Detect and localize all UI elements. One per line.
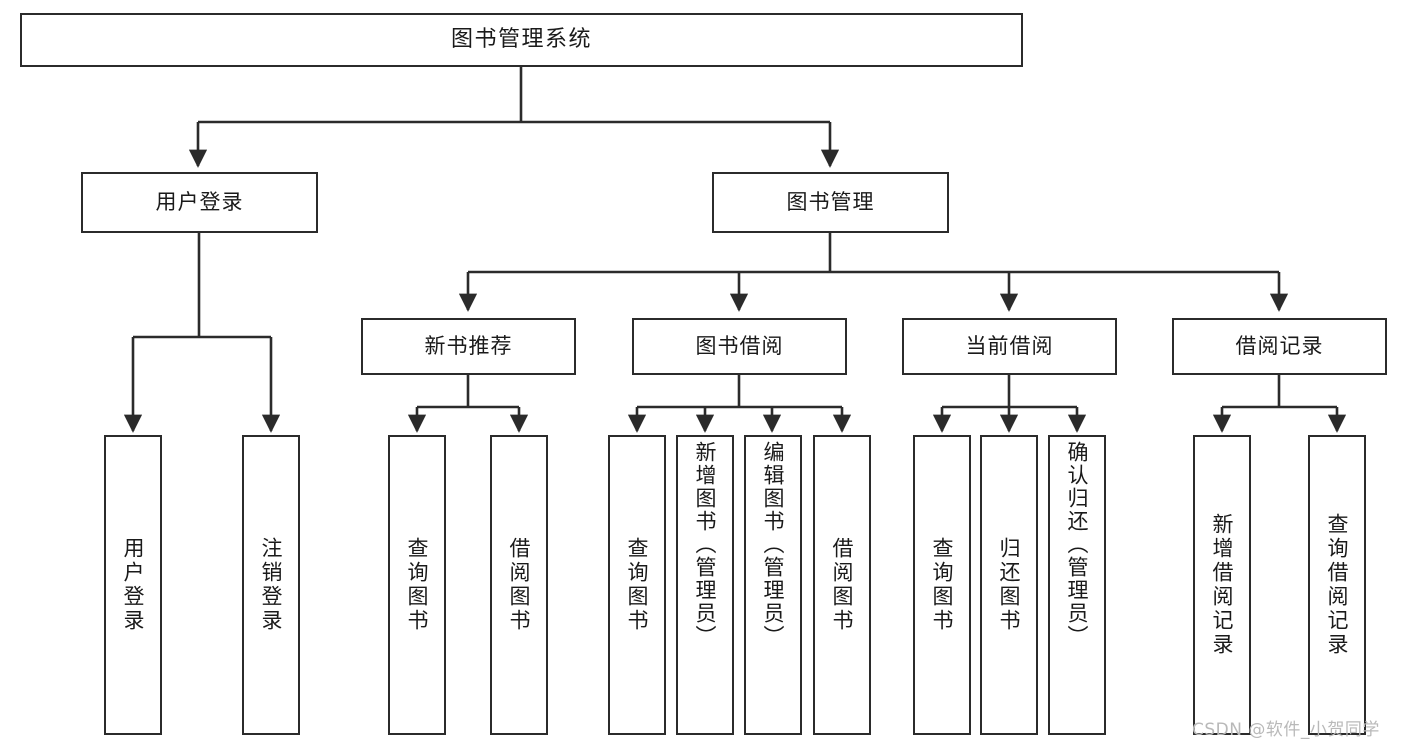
node-label: 归还图书 — [997, 537, 1022, 633]
node-label: 注销登录 — [259, 537, 284, 633]
node-label: 编辑图书（管理员） — [761, 441, 786, 648]
node-label: 查询图书 — [405, 537, 430, 633]
node-new-book-recommend[interactable]: 新书推荐 — [361, 318, 576, 375]
node-label: 确认归还（管理员） — [1065, 441, 1090, 648]
node-label: 新增借阅记录 — [1210, 513, 1235, 657]
leaf-record-add-record[interactable]: 新增借阅记录 — [1193, 435, 1251, 735]
leaf-new-book-query[interactable]: 查询图书 — [388, 435, 446, 735]
leaf-borrow-borrow-book[interactable]: 借阅图书 — [813, 435, 871, 735]
node-label: 当前借阅 — [965, 334, 1054, 359]
node-book-borrow[interactable]: 图书借阅 — [632, 318, 847, 375]
node-label: 图书管理系统 — [450, 27, 592, 53]
node-label: 查询借阅记录 — [1325, 513, 1350, 657]
leaf-current-return-book[interactable]: 归还图书 — [980, 435, 1038, 735]
leaf-borrow-add-book-admin[interactable]: 新增图书（管理员） — [676, 435, 734, 735]
node-borrow-record[interactable]: 借阅记录 — [1172, 318, 1387, 375]
node-label: 新书推荐 — [424, 334, 513, 359]
node-root-system[interactable]: 图书管理系统 — [20, 13, 1023, 67]
node-user-login[interactable]: 用户登录 — [81, 172, 318, 233]
leaf-record-query-record[interactable]: 查询借阅记录 — [1308, 435, 1366, 735]
node-label: 用户登录 — [121, 537, 146, 633]
node-label: 借阅图书 — [830, 537, 855, 633]
node-label: 查询图书 — [625, 537, 650, 633]
watermark-text: CSDN @软件_小贺同学 — [1192, 720, 1380, 740]
node-label: 查询图书 — [930, 537, 955, 633]
node-label: 用户登录 — [155, 190, 244, 215]
leaf-user-login-login[interactable]: 用户登录 — [104, 435, 162, 735]
leaf-current-confirm-return-admin[interactable]: 确认归还（管理员） — [1048, 435, 1106, 735]
node-label: 图书管理 — [786, 190, 875, 215]
leaf-current-query-book[interactable]: 查询图书 — [913, 435, 971, 735]
node-current-borrow[interactable]: 当前借阅 — [902, 318, 1117, 375]
node-label: 新增图书（管理员） — [693, 441, 718, 648]
leaf-new-book-borrow[interactable]: 借阅图书 — [490, 435, 548, 735]
leaf-borrow-query-book[interactable]: 查询图书 — [608, 435, 666, 735]
node-label: 借阅记录 — [1235, 334, 1324, 359]
leaf-user-login-logout[interactable]: 注销登录 — [242, 435, 300, 735]
node-book-management[interactable]: 图书管理 — [712, 172, 949, 233]
node-label: 借阅图书 — [507, 537, 532, 633]
node-label: 图书借阅 — [695, 334, 784, 359]
leaf-borrow-edit-book-admin[interactable]: 编辑图书（管理员） — [744, 435, 802, 735]
